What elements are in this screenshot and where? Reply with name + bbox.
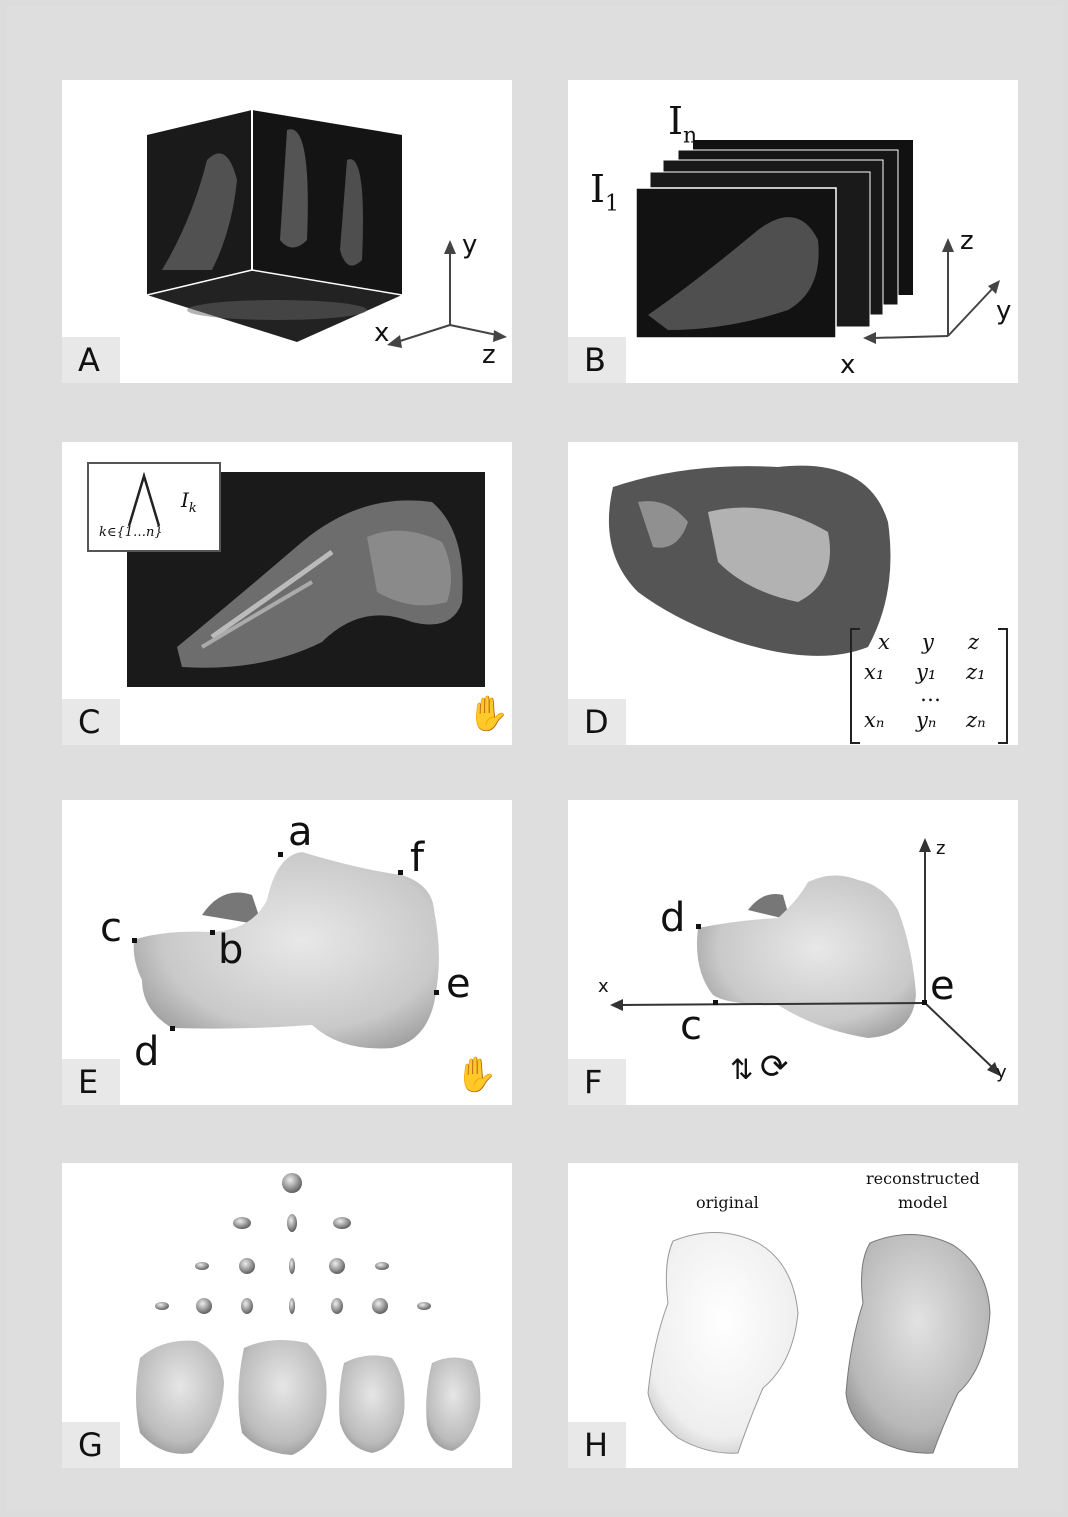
panel-g: G xyxy=(62,1163,512,1468)
aligned-bone-model xyxy=(568,800,1018,1105)
bone-model-landmarks xyxy=(62,800,512,1105)
landmark-b: b xyxy=(218,930,243,970)
hand-icon: ✋ xyxy=(467,697,509,731)
axis-z-label: z xyxy=(482,342,496,368)
matrix-dots: … xyxy=(920,684,941,705)
panel-c: k∈{1…n} Ik ✋ C xyxy=(62,442,512,745)
panel-tag: B xyxy=(568,337,626,383)
matrix-header-x: x xyxy=(878,632,890,653)
matrix-header-z: z xyxy=(968,632,979,653)
operator-term: Ik xyxy=(181,490,197,515)
panel-tag: E xyxy=(62,1059,120,1105)
panel-tag: F xyxy=(568,1059,626,1105)
matrix-row1-y: y₁ xyxy=(916,662,936,683)
ct-cube-diagram xyxy=(62,80,512,383)
conjunction-operator-box: k∈{1…n} Ik xyxy=(87,462,221,552)
slice-first-label: I1 xyxy=(590,170,619,216)
matrix-rown-x: xₙ xyxy=(864,710,884,731)
landmark-e: e xyxy=(446,964,471,1004)
panel-tag: D xyxy=(568,699,626,745)
rotate-icon: ⟳ xyxy=(760,1050,789,1084)
operator-subscript: k∈{1…n} xyxy=(99,526,163,539)
axis-x-label: x xyxy=(840,352,855,378)
slice-last-label: In xyxy=(668,102,697,148)
model-comparison xyxy=(568,1163,1018,1468)
panel-tag: A xyxy=(62,337,120,383)
matrix-rown-y: yₙ xyxy=(916,710,936,731)
matrix-rown-z: zₙ xyxy=(966,710,986,731)
axis-z-label: z xyxy=(936,840,945,858)
axis-y-label: y xyxy=(996,1064,1007,1082)
hand-icon: ✋ xyxy=(455,1058,497,1092)
panel-d: x y z x₁ y₁ z₁ … xₙ yₙ zₙ D xyxy=(568,442,1018,745)
landmark-a: a xyxy=(288,812,313,852)
slice-stack-diagram xyxy=(568,80,1018,383)
axis-y-label: y xyxy=(996,298,1011,324)
matrix-header-y: y xyxy=(922,632,934,653)
landmark-f: f xyxy=(410,838,424,878)
landmark-d: d xyxy=(134,1032,159,1072)
label-reconstructed-line1: reconstructed xyxy=(866,1171,980,1187)
panel-tag: G xyxy=(62,1422,120,1468)
landmark-c: c xyxy=(100,908,122,948)
axis-x-label: x xyxy=(598,978,609,996)
label-reconstructed-line2: model xyxy=(898,1195,948,1211)
axis-x-label: x xyxy=(374,320,389,346)
panel-tag: C xyxy=(62,699,120,745)
label-original: original xyxy=(696,1195,759,1211)
matrix-row1-z: z₁ xyxy=(966,662,985,683)
landmark-d: d xyxy=(660,898,685,938)
panel-a: y x z A xyxy=(62,80,512,383)
spherical-harmonics-diagram xyxy=(62,1163,512,1468)
panel-b: I1 In z y x B xyxy=(568,80,1018,383)
axis-y-label: y xyxy=(462,232,477,258)
panel-e: a b c d e f ✋ E xyxy=(62,800,512,1105)
landmark-e: e xyxy=(930,966,955,1006)
translate-arrows-icon: ⇅ xyxy=(730,1056,753,1084)
coordinate-matrix: x y z x₁ y₁ z₁ … xₙ yₙ zₙ xyxy=(850,628,1008,742)
axis-z-label: z xyxy=(960,228,974,254)
landmark-c: c xyxy=(680,1006,702,1046)
matrix-row1-x: x₁ xyxy=(864,662,884,683)
panel-tag: H xyxy=(568,1422,626,1468)
panel-f: z x y d c e ⇅ ⟳ F xyxy=(568,800,1018,1105)
panel-h: original reconstructed model H xyxy=(568,1163,1018,1468)
